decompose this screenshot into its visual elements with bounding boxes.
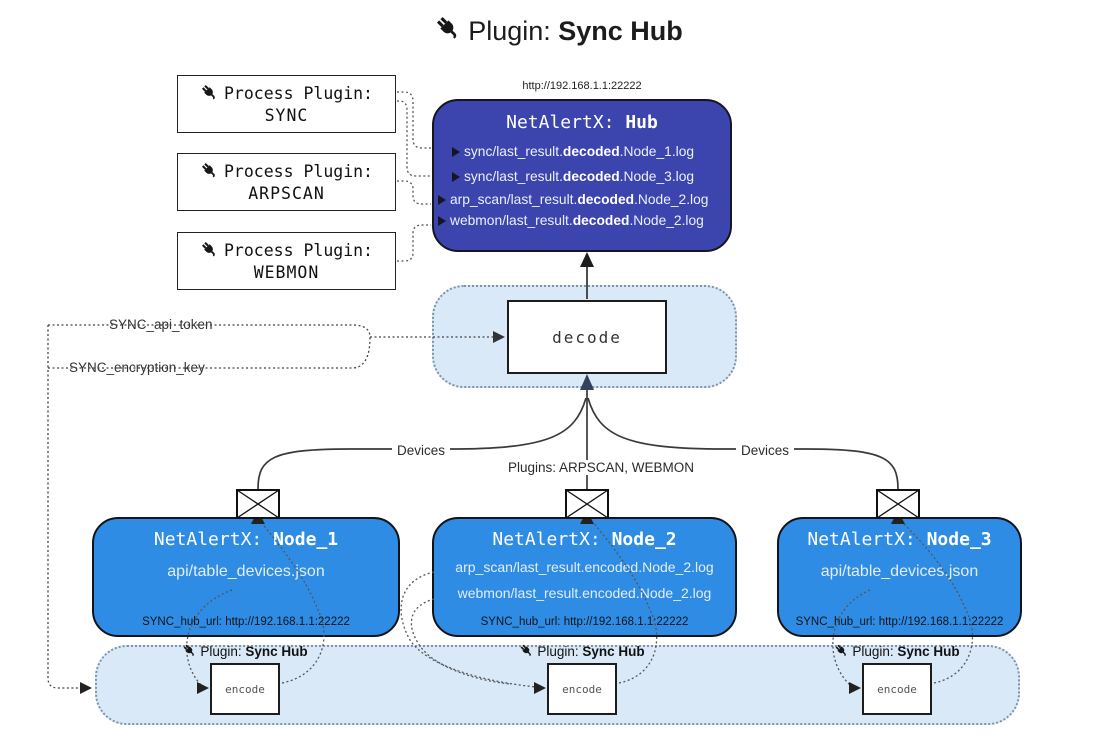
arrow-right-icon	[452, 171, 460, 182]
node-title: NetAlertX: Node_3	[807, 529, 992, 550]
plug-icon	[183, 644, 195, 657]
node-3-box: NetAlertX: Node_3 api/table_devices.json…	[777, 517, 1022, 637]
hub-box: NetAlertX: Hub sync/last_result.decoded.…	[432, 99, 732, 252]
envelope-icon	[236, 489, 280, 519]
arrow-right-icon	[438, 215, 446, 226]
encode-box: encode	[210, 663, 280, 715]
sync-api-token-label: SYNC_api_token	[104, 317, 218, 332]
hub-log-row: sync/last_result.decoded.Node_1.log	[438, 139, 726, 164]
devices-right-label: Devices	[736, 443, 795, 458]
process-plugin-label: Process Plugin:	[223, 84, 373, 103]
envelope-icon	[876, 489, 920, 519]
plug-icon	[437, 16, 457, 39]
process-plugin-label: Process Plugin:	[223, 241, 373, 260]
title-prefix: Plugin:	[468, 16, 551, 46]
node-1-box: NetAlertX: Node_1 api/table_devices.json…	[92, 517, 400, 637]
page-title: Plugin: Sync Hub	[0, 14, 1117, 47]
plug-icon	[835, 644, 847, 657]
node-file: webmon/last_result.encoded.Node_2.log	[457, 585, 712, 601]
node-files: arp_scan/last_result.encoded.Node_2.log …	[434, 554, 735, 606]
node-hub-url: SYNC_hub_url: http://192.168.1.1:22222	[142, 616, 350, 628]
node-file: api/table_devices.json	[167, 563, 325, 580]
encoder-plugin-label: Plugin: Sync Hub	[822, 643, 972, 659]
node-file: arp_scan/last_result.encoded.Node_2.log	[455, 559, 714, 575]
process-plugin-name: ARPSCAN	[248, 184, 325, 203]
hub-log-row: webmon/last_result.decoded.Node_2.log	[438, 210, 726, 231]
process-plugin-arpscan: Process Plugin: ARPSCAN	[177, 153, 396, 211]
node-files: api/table_devices.json	[779, 562, 1020, 582]
hub-log-list: sync/last_result.decoded.Node_1.log sync…	[434, 139, 730, 231]
process-plugin-label: Process Plugin:	[223, 162, 373, 181]
hub-title: NetAlertX: Hub	[506, 112, 658, 133]
hub-url-label: http://192.168.1.1:22222	[522, 80, 642, 92]
node-2-box: NetAlertX: Node_2 arp_scan/last_result.e…	[432, 517, 737, 637]
process-plugin-name: SYNC	[264, 106, 309, 125]
process-plugin-name: WEBMON	[253, 263, 320, 282]
sync-encryption-key-label: SYNC_encryption_key	[64, 360, 210, 375]
plug-icon	[520, 644, 532, 657]
node-file: api/table_devices.json	[820, 563, 979, 580]
node-hub-url: SYNC_hub_url: http://192.168.1.1:22222	[480, 616, 689, 628]
node-title: NetAlertX: Node_1	[153, 529, 339, 550]
node-title: NetAlertX: Node_2	[492, 529, 677, 550]
plugins-mid-label: Plugins: ARPSCAN, WEBMON	[503, 460, 700, 475]
process-plugin-webmon: Process Plugin: WEBMON	[177, 232, 396, 290]
title-name: Sync Hub	[558, 16, 683, 46]
hub-log-row: arp_scan/last_result.decoded.Node_2.log	[438, 189, 726, 210]
encoder-plugin-label: Plugin: Sync Hub	[507, 643, 657, 659]
devices-left-label: Devices	[392, 443, 451, 458]
encode-box: encode	[547, 663, 617, 715]
plug-icon	[201, 84, 215, 100]
envelope-icon	[565, 489, 609, 519]
node-hub-url: SYNC_hub_url: http://192.168.1.1:22222	[795, 616, 1004, 628]
hub-log-row: sync/last_result.decoded.Node_3.log	[438, 164, 726, 189]
encode-box: encode	[862, 663, 932, 715]
arrow-right-icon	[438, 194, 446, 205]
node-files: api/table_devices.json	[94, 562, 398, 582]
plug-icon	[201, 162, 215, 178]
decode-box: decode	[507, 300, 667, 374]
plug-icon	[201, 241, 215, 257]
arrow-right-icon	[452, 146, 460, 157]
process-plugin-sync: Process Plugin: SYNC	[177, 75, 396, 133]
encoder-plugin-label: Plugin: Sync Hub	[170, 643, 320, 659]
